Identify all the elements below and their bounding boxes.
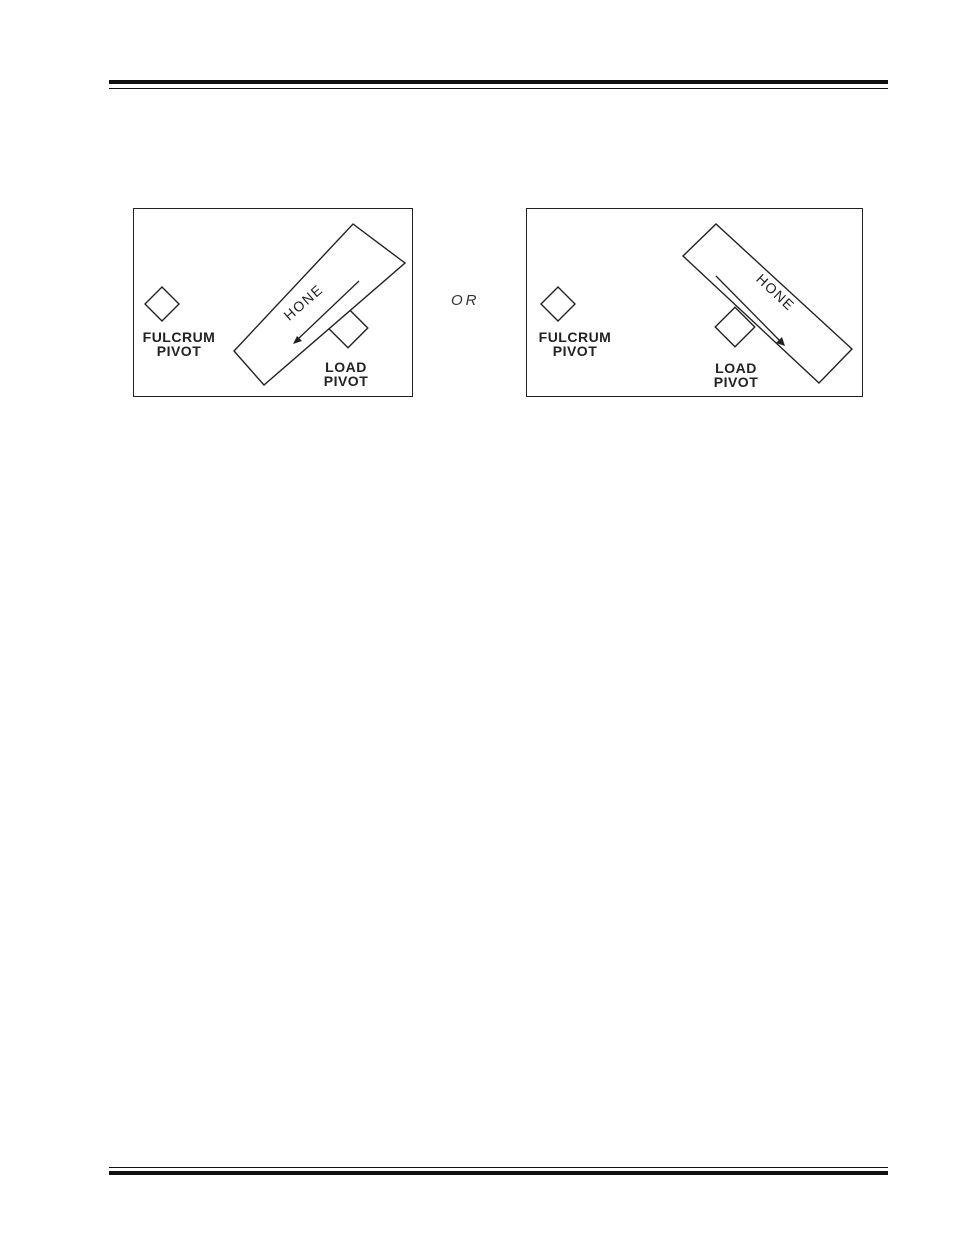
load-pivot-shape [714,306,756,348]
figure-right-panel: HONE FULCRUM PIVOT LOAD PIVOT [526,208,863,397]
figure-left-drawing: HONE FULCRUM PIVOT LOAD PIVOT [143,223,407,389]
fulcrum-label-line1: FULCRUM [539,329,612,345]
load-label-line1: LOAD [325,359,367,375]
load-label-line2: PIVOT [324,373,369,389]
fulcrum-pivot-shape [540,286,576,322]
direction-arrowhead [293,336,302,344]
header-rule-thick [109,80,888,84]
header-rule-thin [109,88,888,89]
direction-arrow-line [715,275,781,342]
footer-rule-thick [109,1171,888,1175]
figure-right-drawing: HONE FULCRUM PIVOT LOAD PIVOT [539,223,854,390]
direction-arrowhead [776,337,785,346]
fulcrum-pivot-shape [144,286,180,322]
figure-left-panel: HONE FULCRUM PIVOT LOAD PIVOT [133,208,413,397]
fulcrum-label-line2: PIVOT [553,343,598,359]
fulcrum-label-line1: FULCRUM [143,329,216,345]
hone-shape [681,223,854,384]
load-label-line2: PIVOT [714,374,759,390]
load-label-line1: LOAD [715,360,757,376]
hone-shape [233,223,407,386]
or-separator: OR [451,292,480,309]
footer-rule-thin [109,1167,888,1168]
direction-arrow-line [297,280,360,340]
fulcrum-label-line2: PIVOT [157,343,202,359]
